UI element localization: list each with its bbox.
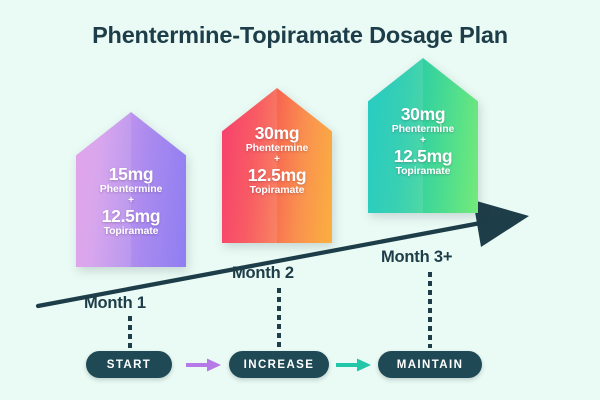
month-label-1: Month 1 xyxy=(84,294,146,312)
dose-primary: 15mg xyxy=(108,164,154,184)
dotted-connector-1 xyxy=(128,316,132,348)
dose-primary: 30mg xyxy=(254,123,300,143)
drug-secondary: Topiramate xyxy=(249,183,305,196)
month-label-3: Month 3+ xyxy=(381,248,453,266)
drug-secondary: Topiramate xyxy=(395,164,451,177)
step-pill-start[interactable]: START xyxy=(86,351,172,378)
dose-secondary: 12.5mg xyxy=(393,146,453,167)
drug-secondary: Topiramate xyxy=(103,224,159,237)
dose-bar-month-3: 30mg Phentermine + 12.5mg Topiramate xyxy=(368,58,478,213)
dose-primary: 30mg xyxy=(400,104,446,124)
dose-secondary: 12.5mg xyxy=(247,165,307,186)
step-pill-increase[interactable]: INCREASE xyxy=(229,351,329,378)
flow-arrow-1-icon xyxy=(186,358,221,372)
month-label-2: Month 2 xyxy=(232,264,294,282)
plus-sign: + xyxy=(128,194,134,206)
dotted-connector-2 xyxy=(277,288,281,348)
dose-secondary: 12.5mg xyxy=(101,206,161,227)
dotted-connector-3 xyxy=(428,272,432,348)
dose-bar-month-1: 15mg Phentermine + 12.5mg Topiramate xyxy=(76,112,186,267)
plus-sign: + xyxy=(420,134,426,146)
plus-sign: + xyxy=(274,153,280,165)
drug-primary: Phentermine xyxy=(391,122,455,135)
dose-bar-month-2: 30mg Phentermine + 12.5mg Topiramate xyxy=(222,88,332,243)
step-pill-maintain[interactable]: MAINTAIN xyxy=(378,351,482,378)
drug-primary: Phentermine xyxy=(245,141,309,154)
page-title: Phentermine-Topiramate Dosage Plan xyxy=(92,22,508,48)
flow-arrow-2-icon xyxy=(336,358,371,372)
drug-primary: Phentermine xyxy=(99,182,163,195)
